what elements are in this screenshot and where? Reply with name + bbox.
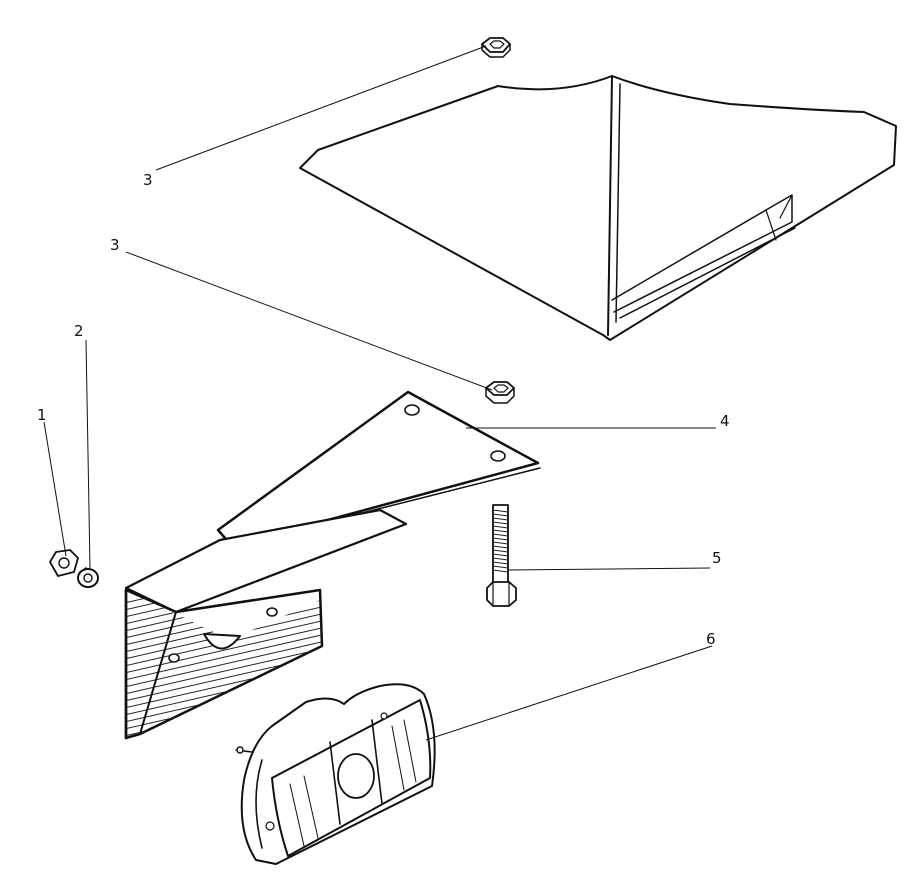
- leader-6: [425, 645, 713, 741]
- callout-3a: 3: [143, 171, 153, 189]
- nut-left: [49, 549, 79, 577]
- thread-line: [492, 517, 509, 521]
- callout-5: 5: [712, 549, 722, 567]
- thread-line: [492, 525, 509, 529]
- leader-3b: [125, 251, 493, 391]
- thread-line: [492, 565, 509, 569]
- thread-line: [492, 509, 509, 513]
- leader-3a: [155, 45, 487, 171]
- leader-lines: [43, 45, 716, 741]
- thread-line: [492, 553, 509, 557]
- nut-top: [481, 37, 511, 58]
- thread-line: [492, 541, 509, 545]
- thread-line: [492, 545, 509, 549]
- hatch-line: [126, 625, 322, 675]
- thread-line: [492, 549, 509, 553]
- callout-4: 4: [720, 412, 730, 430]
- thread-line: [492, 513, 509, 517]
- callout-labels: 1 2 3 3 4 5 6: [37, 171, 730, 648]
- bolt-threads: [492, 509, 509, 573]
- fender-panel: [299, 75, 897, 341]
- angle-bracket: [124, 508, 408, 740]
- thread-line: [492, 521, 509, 525]
- callout-3b: 3: [110, 236, 120, 254]
- lock-washer: [77, 567, 99, 588]
- hatch-line: [126, 646, 322, 696]
- thread-line: [492, 557, 509, 561]
- callout-6: 6: [706, 630, 716, 648]
- thread-line: [492, 569, 509, 573]
- leader-2: [85, 339, 91, 569]
- thread-line: [492, 537, 509, 541]
- thread-line: [492, 529, 509, 533]
- callout-2: 2: [74, 322, 84, 340]
- bolt: [486, 504, 517, 607]
- tail-lamp: [235, 683, 436, 865]
- thread-line: [492, 533, 509, 537]
- hatch-line: [126, 632, 322, 682]
- nut-middle: [485, 381, 515, 404]
- thread-line: [492, 561, 509, 565]
- leader-5: [507, 567, 711, 571]
- callout-1: 1: [37, 406, 47, 424]
- leader-1: [43, 421, 67, 557]
